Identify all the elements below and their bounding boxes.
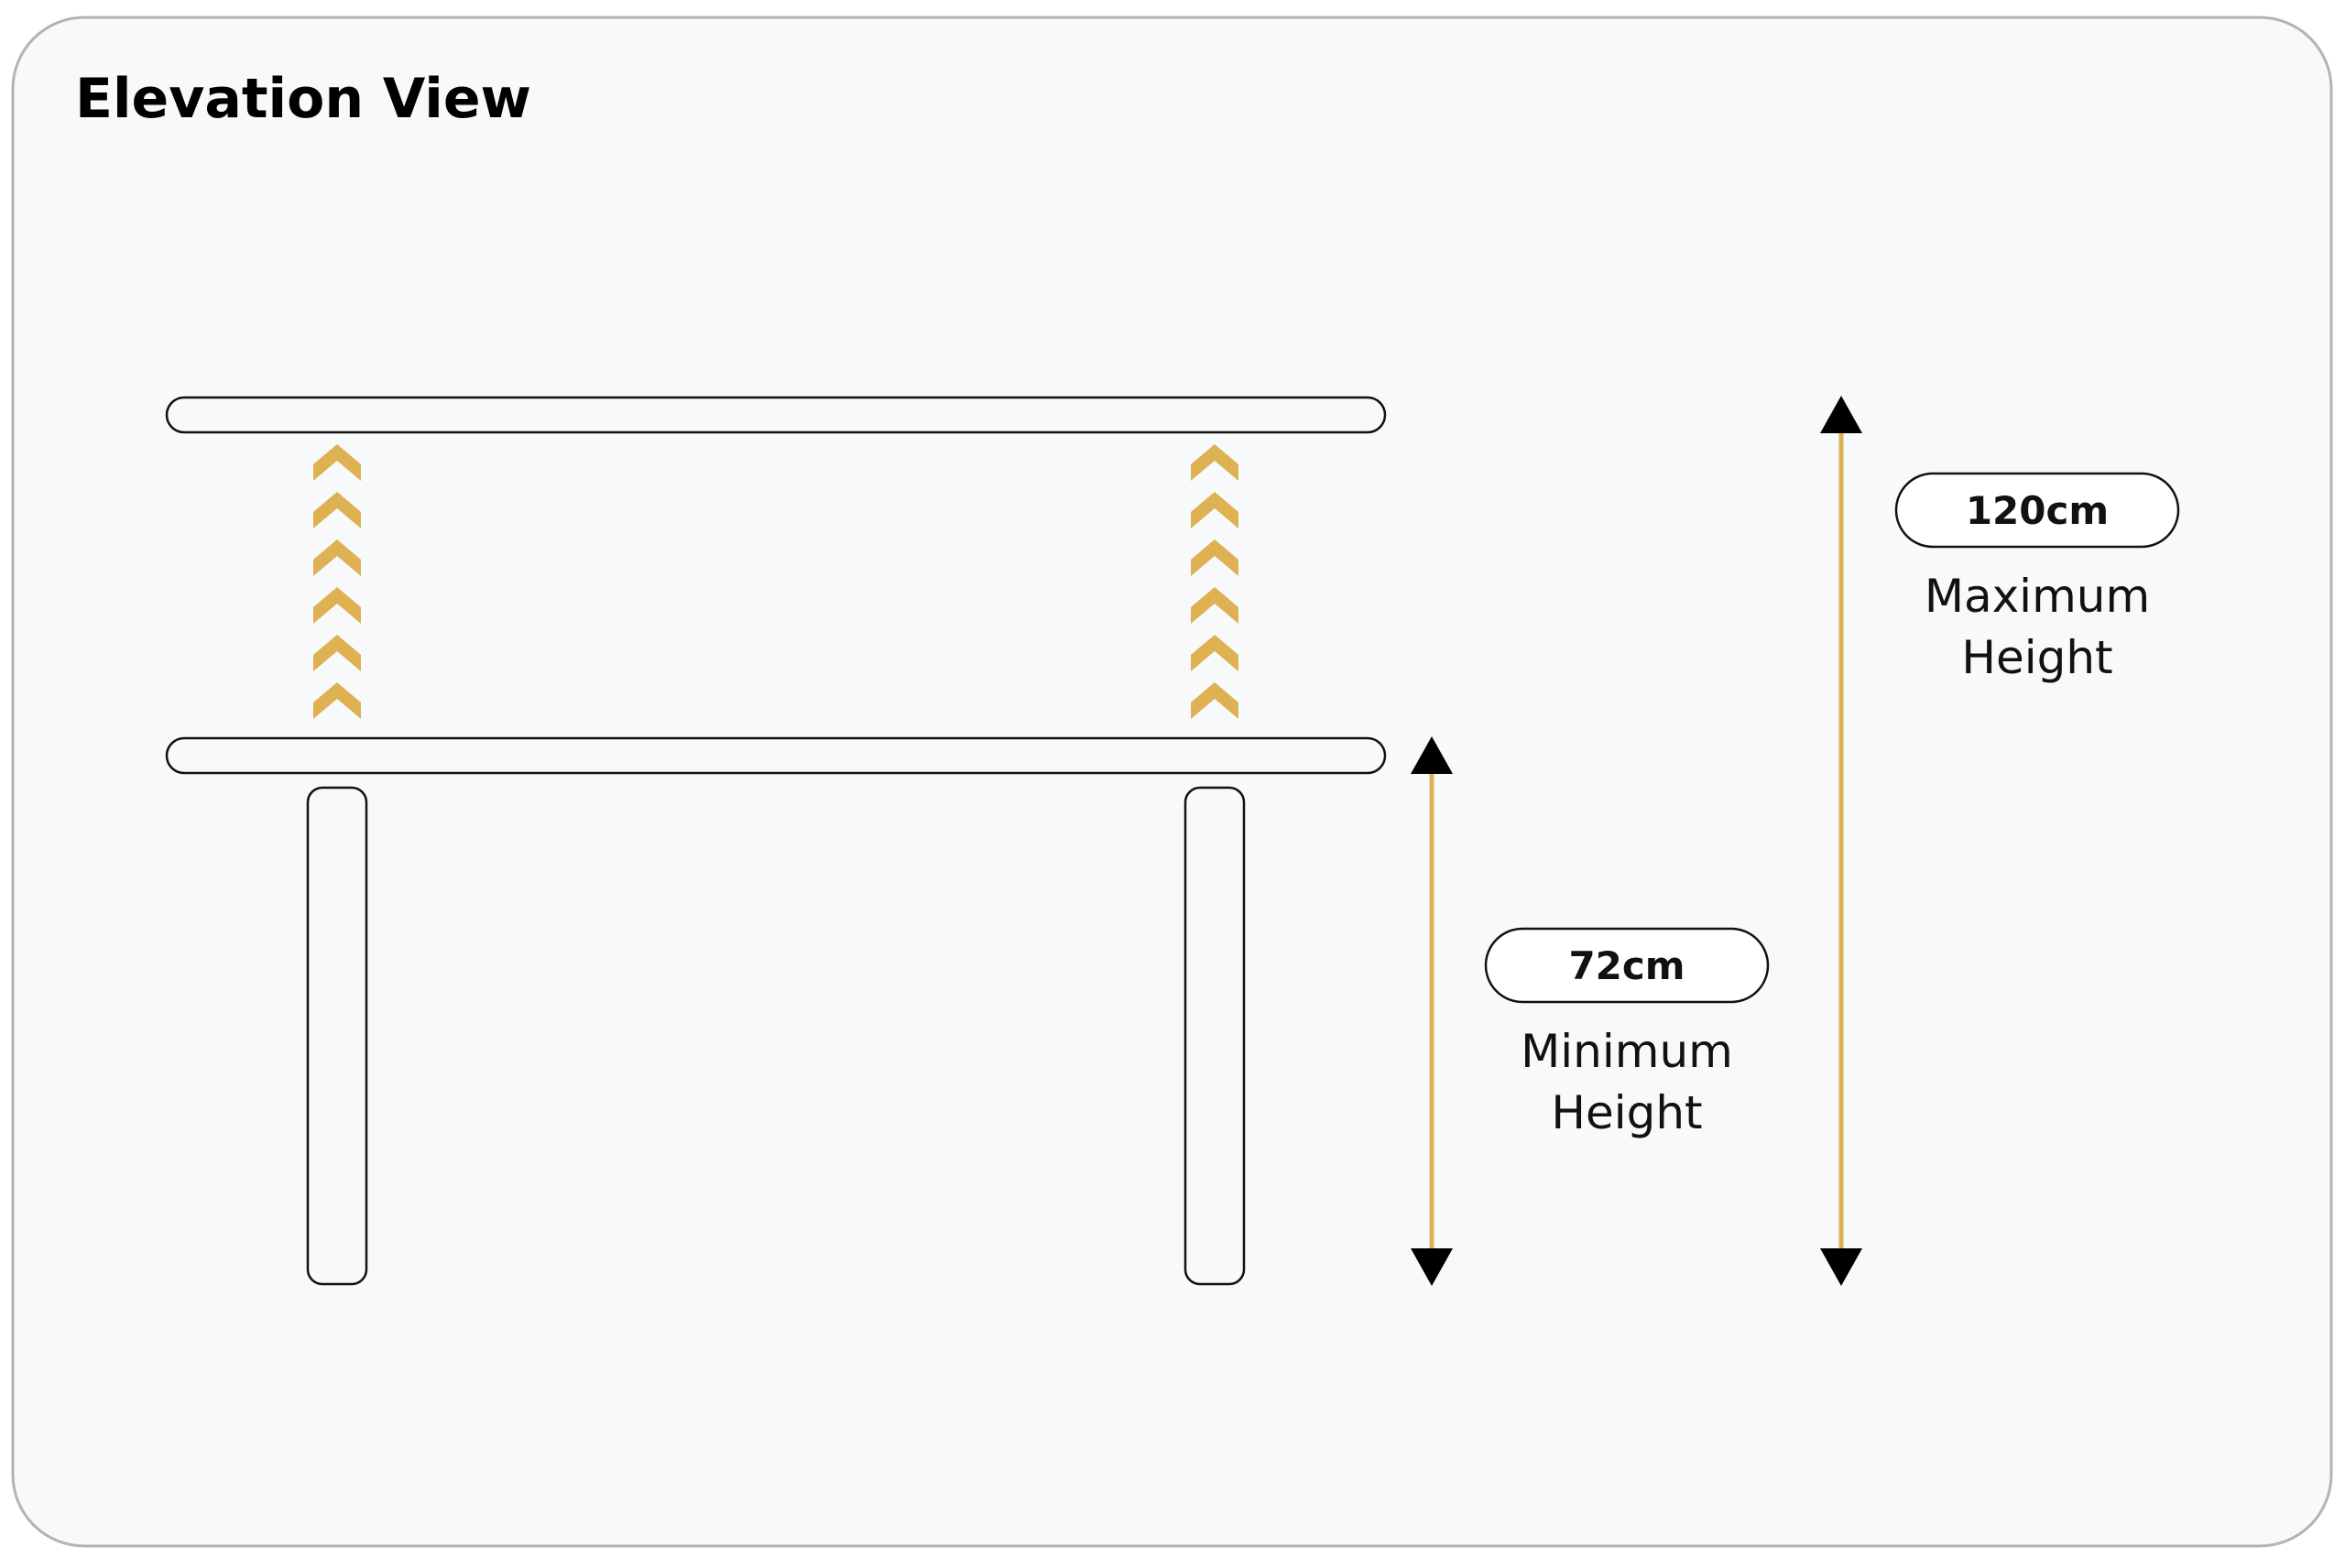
double-arrow-icon [1411,736,1453,1286]
chevron-up-icon [313,492,361,528]
chevron-up-icon [313,539,361,576]
desktop-top-lowered [165,736,1387,775]
panel-background [11,16,2333,1548]
chevron-up-icon [313,682,361,719]
max-height-label-line1: Maximum [1925,570,2150,623]
double-arrow-icon [1820,396,1862,1286]
chevron-up-icon [1191,492,1238,528]
chevron-up-icon [1191,444,1238,481]
min-height-value: 72cm [1568,943,1685,988]
max-height-arrow-up [1820,396,1862,433]
min-height-label-line1: Minimum [1521,1025,1733,1078]
chevron-up-icon [1191,539,1238,576]
min-height-arrow-down [1411,1248,1453,1286]
chevron-up-icon [1191,444,1238,719]
max-height-label-line2: Height [1961,631,2112,684]
max-height-value: 120cm [1966,488,2109,533]
chevron-up-icon [313,444,361,719]
diagram-title: Elevation View [75,67,531,131]
chevron-up-icon [1191,587,1238,624]
max-height-badge [1894,472,2180,549]
chevron-up-icon [313,587,361,624]
max-height-arrow-down [1820,1248,1862,1286]
desk-leg-left [306,786,368,1286]
min-height-arrow-up [1411,736,1453,774]
chevron-up-icon [1191,635,1238,671]
min-height-label-line2: Height [1551,1086,1702,1139]
min-height-badge [1484,927,1770,1004]
chevron-up-icon [1191,682,1238,719]
chevron-up-icon [313,635,361,671]
desktop-top-raised [165,396,1387,434]
desk-leg-right [1183,786,1246,1286]
chevron-up-icon [313,444,361,481]
